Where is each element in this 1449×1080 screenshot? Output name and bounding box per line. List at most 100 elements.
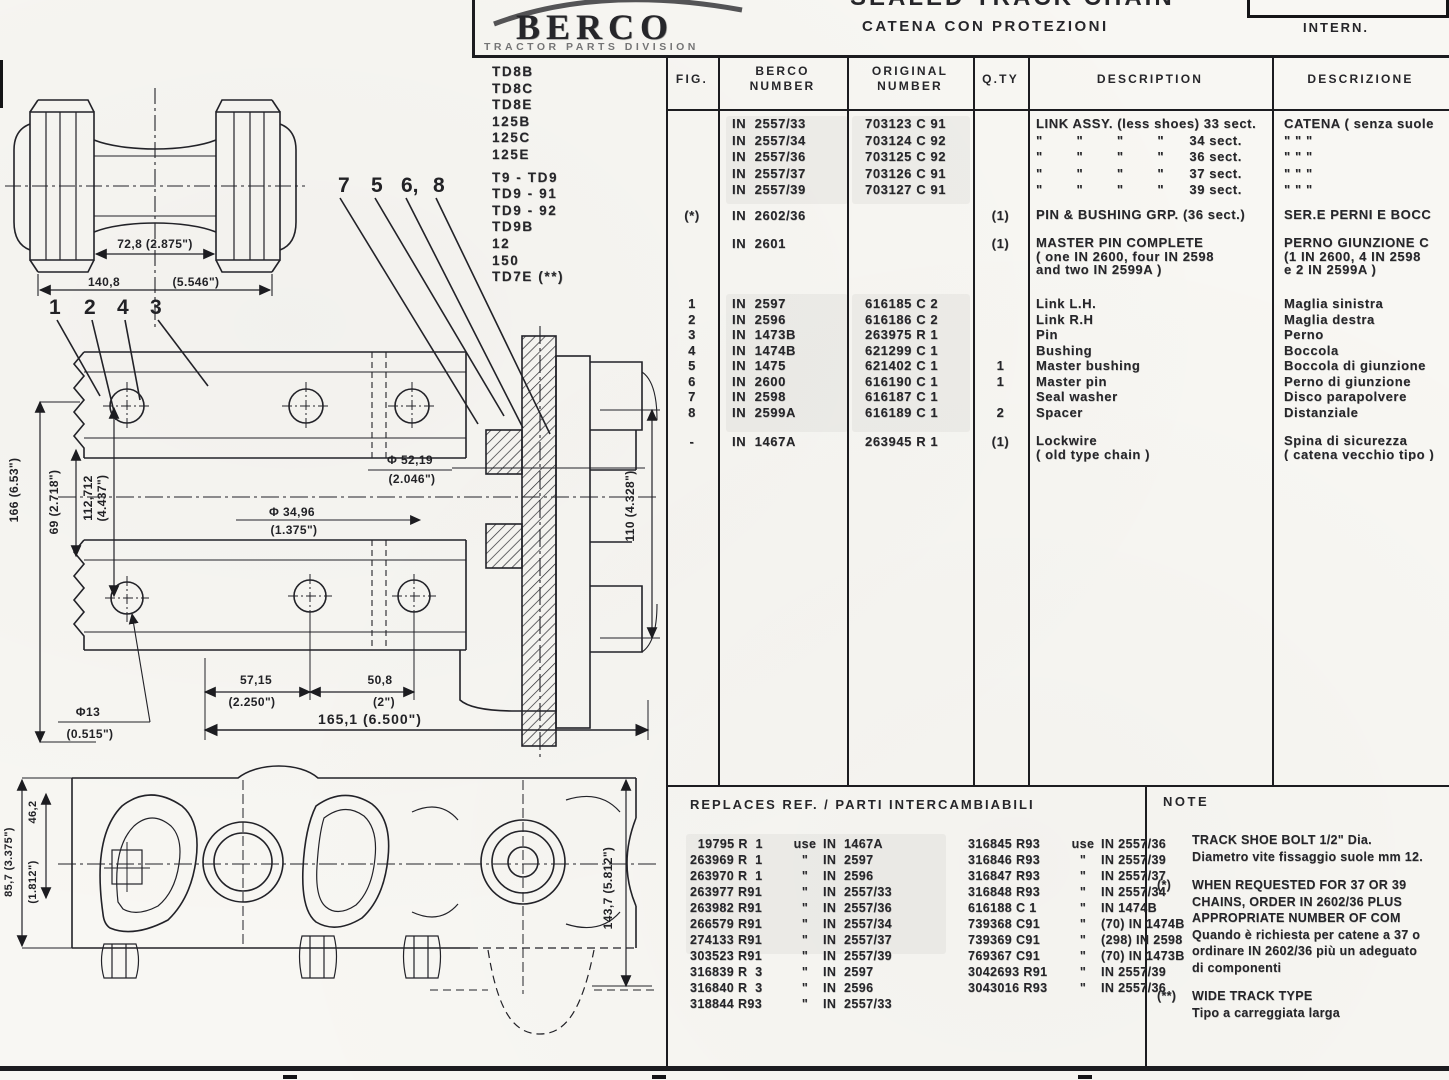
dimension-label: Φ13	[76, 705, 100, 719]
dimension-label: (0.515")	[67, 727, 114, 741]
replaces-row: 19795 R 1 use IN 1467A	[690, 836, 892, 852]
use-marker: "	[1079, 981, 1087, 995]
cell-descrizione: Perno	[1284, 327, 1324, 342]
cell-description: " " " " 36 sect.	[1036, 149, 1242, 164]
col-header-original-line2: NUMBER	[877, 79, 943, 93]
cell-original-number: 621402 C 1	[865, 358, 939, 373]
lockwire-row: - IN 1467A 263945 R 1 (1) Lockwire ( old…	[666, 434, 1449, 461]
cell-berco-number: IN 2557/33	[732, 116, 806, 131]
cell-descrizione: Perno di giunzione	[1284, 373, 1412, 389]
table-row: IN 2557/39 703127 C 91 " " " " 39 sect. …	[666, 182, 1449, 199]
old-part-number: 303523 R91	[690, 949, 763, 963]
plan-view	[16, 765, 658, 1035]
replaces-list-right: 316845 R93 use IN 2557/36 316846 R93 " I…	[968, 836, 1185, 996]
new-part-number: IN 2557/36	[1101, 981, 1167, 995]
cell-berco-number: IN 2599A	[732, 404, 796, 420]
cell-fig: 3	[688, 327, 696, 342]
cell-description: Lockwire ( old type chain )	[1036, 433, 1151, 462]
cell-qty: 1	[996, 358, 1005, 373]
use-marker: "	[1079, 917, 1087, 931]
model-name: TD8C	[492, 80, 534, 96]
scan-shading	[686, 834, 946, 954]
cell-descrizione: " " "	[1284, 132, 1313, 148]
old-part-number: 316848 R93	[968, 885, 1041, 899]
cell-original-number: 616189 C 1	[865, 404, 939, 420]
new-part-number: IN 1474B	[1101, 901, 1158, 915]
old-part-number: 316840 R 3	[690, 981, 763, 995]
cell-descrizione: Maglia destra	[1284, 311, 1375, 327]
col-line-desc-right	[1272, 55, 1274, 785]
old-part-number: 263969 R 1	[690, 853, 763, 867]
use-marker: "	[801, 901, 809, 915]
cell-qty: (1)	[991, 208, 1010, 223]
cell-original-number: 621299 C 1	[865, 342, 939, 358]
dimension-label: (1.375")	[271, 523, 318, 537]
scan-shading	[726, 294, 848, 432]
main-section-view	[34, 326, 660, 760]
new-part-number: IN 2557/37	[1101, 869, 1167, 883]
new-part-number: IN 2597	[823, 965, 874, 979]
old-part-number: 263977 R91	[690, 885, 763, 899]
cell-descrizione: PERNO GIUNZIONE C (1 IN 2600, 4 IN 2598 …	[1284, 236, 1430, 277]
dimension-label: 166 (6.53")	[7, 458, 21, 523]
cell-descrizione: Disco parapolvere	[1284, 389, 1407, 404]
dimension-label: (4.437")	[95, 475, 109, 522]
col-header-berco: BERCO NUMBER	[718, 64, 847, 94]
cell-original-number: 703125 C 92	[865, 149, 947, 164]
cell-original-number: 616186 C 2	[865, 311, 939, 327]
cell-description: Master bushing	[1036, 358, 1141, 373]
dimension-label: 143,7 (5.812")	[601, 847, 615, 930]
numbered-parts-group: 1 IN 2597 616185 C 2 Link L.H. Maglia si…	[666, 296, 1449, 420]
col-header-berco-line1: BERCO	[755, 64, 810, 78]
dimension-label: (2.250")	[229, 695, 276, 709]
old-part-number: 263970 R 1	[690, 869, 763, 883]
new-part-number: IN 1467A	[823, 837, 883, 851]
model-name: T9 - TD9	[492, 169, 559, 185]
cell-original-number: 703127 C 91	[865, 182, 947, 197]
cell-descrizione: Distanziale	[1284, 404, 1359, 420]
cell-description: Seal washer	[1036, 389, 1118, 404]
dimension-label: (5.546")	[173, 275, 220, 289]
cell-berco-number: IN 2597	[732, 296, 786, 311]
note-text: WIDE TRACK TYPE Tipo a carreggiata larga	[1192, 989, 1340, 1020]
old-part-number: 739368 C91	[968, 917, 1041, 931]
brand-subtitle: TRACTOR PARTS DIVISION	[484, 41, 699, 53]
cell-description: PIN & BUSHING GRP. (36 sect.)	[1036, 207, 1246, 222]
model-name: 12	[492, 235, 511, 251]
dimension-label: (2.046")	[389, 472, 436, 486]
scan-shading	[852, 116, 970, 204]
cell-descrizione: " " "	[1284, 149, 1313, 164]
note-divider	[1145, 785, 1147, 1068]
cell-description: Link R.H	[1036, 311, 1094, 327]
replaces-row: 316847 R93 " IN 2557/37	[968, 868, 1185, 884]
old-part-number: 318844 R93	[690, 997, 763, 1011]
new-part-number: IN 2557/36	[823, 901, 893, 915]
callout-number: 6,	[401, 174, 419, 197]
col-line-qty-right	[1028, 55, 1030, 785]
use-marker: "	[801, 981, 809, 995]
dimension-label: 112,712	[81, 475, 95, 521]
cell-original-number: 263975 R 1	[865, 327, 939, 342]
corner-label: INTERN.	[1303, 20, 1369, 35]
note-item: (**) WIDE TRACK TYPE Tipo a carreggiata …	[1157, 988, 1449, 1021]
brand-logo: BERCO	[516, 7, 675, 47]
cell-description: Link L.H.	[1036, 296, 1097, 311]
cell-berco-number: IN 1473B	[732, 327, 796, 342]
note-block: TRACK SHOE BOLT 1/2" Dia. Diametro vite …	[1157, 832, 1449, 1033]
cell-original-number: 616187 C 1	[865, 389, 939, 404]
old-part-number: 274133 R91	[690, 933, 763, 947]
page-bottom-border	[0, 1066, 1449, 1071]
cell-description: Master pin	[1036, 373, 1108, 389]
cell-fig: 6	[688, 373, 696, 389]
replaces-row: 316839 R 3 " IN 2597	[690, 964, 892, 980]
corner-box	[1247, 0, 1449, 18]
new-part-number: IN 2557/33	[823, 997, 893, 1011]
cell-descrizione: CATENA ( senza suole	[1284, 116, 1434, 131]
cell-description: " " " " 37 sect.	[1036, 165, 1242, 181]
link-assy-group: IN 2557/33 703123 C 91 LINK ASSY. (less …	[666, 116, 1449, 199]
callout-number: 7	[338, 174, 350, 197]
replaces-row: 274133 R91 " IN 2557/37	[690, 932, 892, 948]
use-marker: "	[1079, 965, 1087, 979]
cell-berco-number: IN 2602/36	[732, 208, 806, 223]
